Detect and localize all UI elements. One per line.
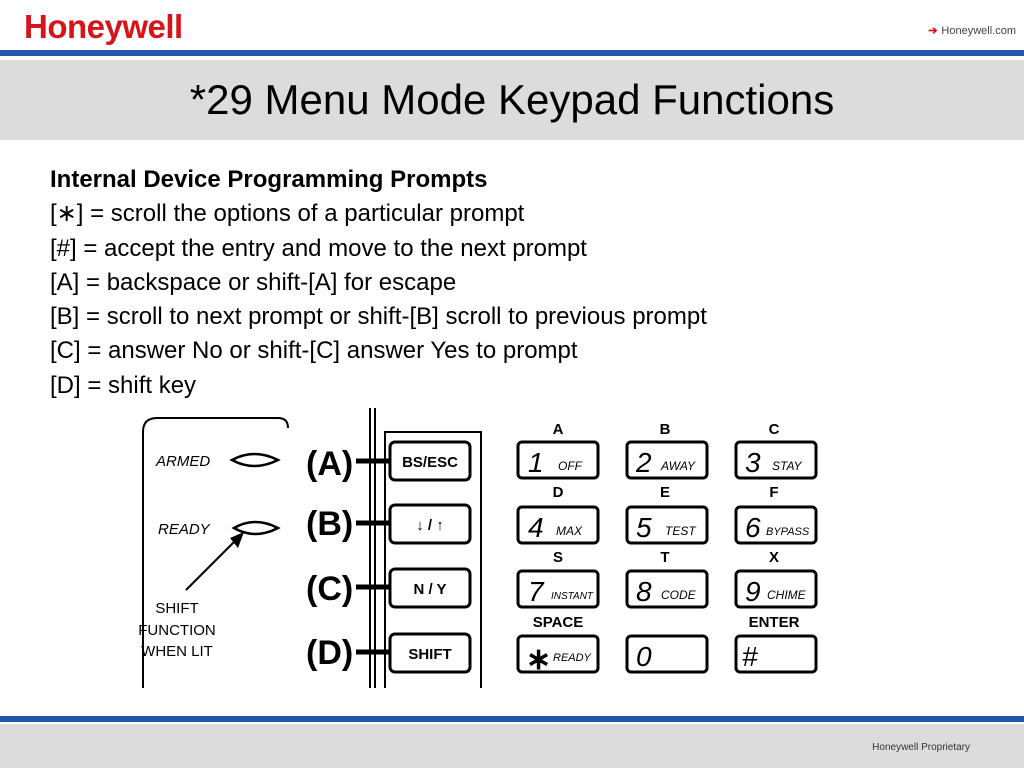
keypad-top-label: X [769, 549, 779, 566]
footer-label: Honeywell Proprietary [872, 742, 970, 753]
keypad-number: 3 [745, 447, 761, 478]
keypad-top-label: ENTER [749, 614, 800, 631]
key-9 [734, 569, 818, 609]
keypad-sub-label: READY [553, 652, 592, 664]
function-key-letter: (C) [306, 570, 353, 608]
ready-indicator-label: READY [158, 521, 211, 538]
keypad-number: 4 [528, 512, 544, 543]
keypad-top-label: D [553, 484, 564, 501]
footer-band [0, 724, 1024, 768]
keypad-sub-label: OFF [558, 459, 583, 473]
function-key-label: SHIFT [408, 646, 451, 663]
function-key-a: (A) BS/ESC [306, 440, 472, 483]
function-key-b: (B) ↓ / ↑ [306, 503, 472, 545]
keypad-number: 7 [528, 576, 545, 607]
keypad-number: 0 [636, 641, 652, 672]
footer-rule [0, 716, 1024, 722]
function-key-label: ↓ / ↑ [416, 517, 444, 534]
keypad-top-label: T [660, 549, 669, 566]
pointer-arrow-icon [185, 541, 235, 591]
keypad-sub-label: TEST [665, 524, 697, 538]
indicator-panel-outline [142, 417, 289, 688]
slide-title: *29 Menu Mode Keypad Functions [189, 76, 835, 123]
shift-note-line: WHEN LIT [141, 643, 213, 660]
numeric-keypad: A 1 OFF B 2 AWAY C 3 STAY D 4 MAX E 5 TE… [516, 421, 818, 676]
prompt-line: [∗] = scroll the options of a particular… [50, 200, 525, 228]
prompt-line: [B] = scroll to next prompt or shift-[B]… [50, 303, 707, 331]
pointer-arrowhead-icon [230, 532, 244, 548]
keypad-top-label: SPACE [533, 614, 584, 631]
armed-led-icon [229, 452, 281, 468]
prompt-line: [A] = backspace or shift-[A] for escape [50, 268, 457, 296]
prompt-heading: Internal Device Programming Prompts [50, 166, 488, 193]
scroll-key [388, 503, 472, 545]
keypad-top-label: E [660, 484, 670, 501]
shift-note-line: SHIFT [155, 600, 198, 617]
function-key-label: N / Y [413, 581, 446, 598]
function-key-label: BS/ESC [402, 454, 458, 471]
honeywell-link[interactable]: ➔Honeywell.com [928, 24, 1016, 37]
keypad-number: 8 [636, 576, 652, 607]
key-4 [516, 505, 600, 545]
keypad-sub-label: CHIME [767, 588, 807, 602]
keypad-number: 1 [528, 447, 544, 478]
function-key-letter: (D) [306, 634, 353, 672]
keypad-sub-label: MAX [556, 524, 583, 538]
keypad-number: 9 [745, 576, 761, 607]
keypad-top-label: A [553, 421, 564, 438]
keypad-number: # [742, 641, 758, 672]
key-3 [734, 440, 818, 480]
shift-note-line: FUNCTION [138, 622, 216, 639]
key-pound [734, 634, 818, 674]
key-8 [625, 569, 709, 609]
prompt-list: Internal Device Programming Prompts [∗] … [50, 163, 707, 403]
arrow-right-icon: ➔ [928, 25, 938, 37]
key-5 [625, 505, 709, 545]
keypad-sub-label: INSTANT [551, 591, 594, 602]
armed-indicator-label: ARMED [155, 453, 210, 470]
keypad-number: 2 [635, 447, 652, 478]
key-0 [625, 634, 709, 674]
key-1 [516, 440, 600, 480]
key-2 [625, 440, 709, 480]
keypad-top-label: B [660, 421, 671, 438]
honeywell-link-label: Honeywell.com [941, 25, 1016, 37]
keypad-number: 6 [745, 512, 761, 543]
title-band [0, 60, 1024, 140]
key-7 [516, 569, 600, 609]
function-key-letter: (B) [306, 505, 353, 543]
key-6 [734, 505, 818, 545]
keypad-sub-label: STAY [772, 459, 803, 473]
keypad-sub-label: BYPASS [766, 526, 810, 538]
function-key-c: (C) N / Y [306, 567, 472, 609]
bs-esc-key [388, 440, 472, 482]
function-key-d: (D) SHIFT [306, 632, 472, 674]
no-yes-key [388, 567, 472, 609]
prompt-line: [D] = shift key [50, 371, 197, 399]
keypad-number: 5 [636, 512, 652, 543]
keypad-top-label: C [769, 421, 780, 438]
key-star [516, 634, 600, 674]
keypad-top-label: F [769, 484, 778, 501]
prompt-line: [C] = answer No or shift-[C] answer Yes … [50, 337, 578, 365]
keypad-sub-label: AWAY [660, 459, 696, 473]
function-key-letter: (A) [306, 445, 353, 483]
keypad-top-label: S [553, 549, 563, 566]
prompt-line: [#] = accept the entry and move to the n… [50, 234, 587, 262]
keypad-sub-label: CODE [661, 588, 697, 602]
function-key-panel [384, 431, 482, 688]
ready-led-icon [231, 520, 281, 536]
shift-key [388, 632, 472, 674]
header-rule [0, 50, 1024, 56]
honeywell-logo: Honeywell [24, 8, 183, 45]
keypad-number: ∗ [526, 643, 551, 676]
